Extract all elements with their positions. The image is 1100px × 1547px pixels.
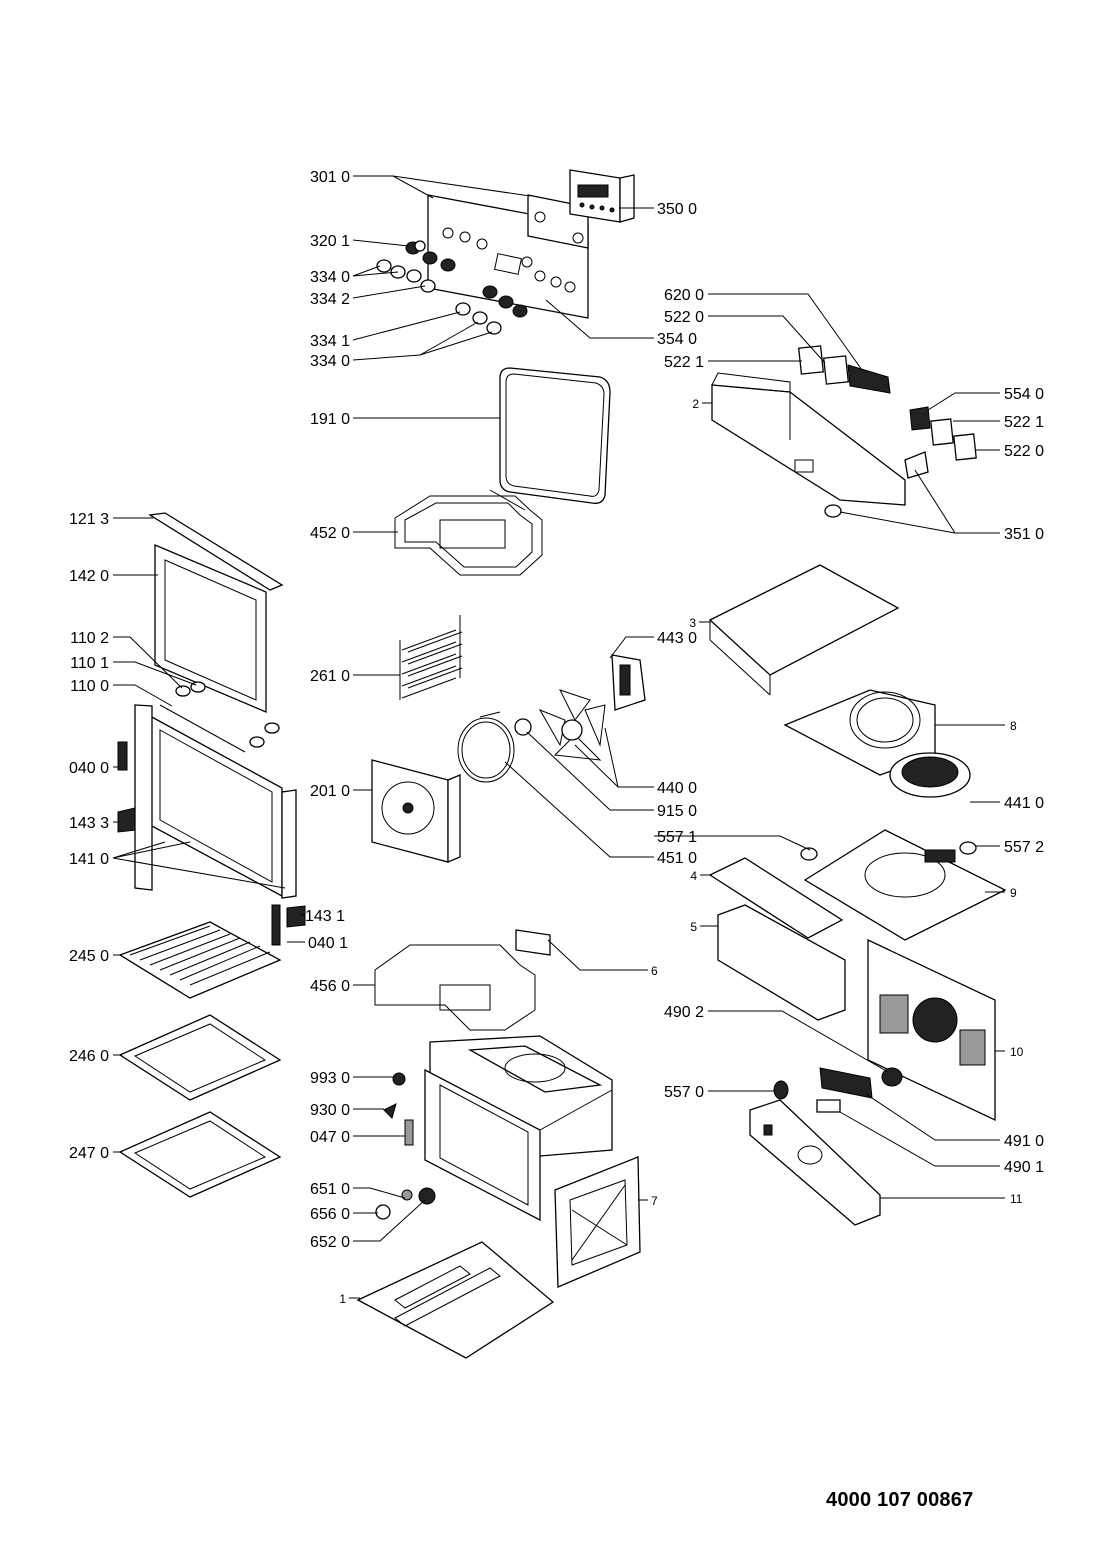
label-8: 8	[1010, 719, 1017, 733]
lower-grill-element	[374, 929, 551, 1031]
label-191-0: 191 0	[310, 411, 350, 428]
door-side-profile-right	[281, 789, 297, 899]
cooling-fan	[889, 752, 971, 798]
top-cover-3	[708, 564, 900, 696]
control-bracket	[711, 372, 906, 506]
label-451-0: 451 0	[657, 850, 697, 867]
wire-shelf	[118, 921, 282, 999]
door-group	[117, 512, 306, 946]
label-247-0: 247 0	[69, 1145, 109, 1162]
label-522-0-b: 522 0	[1004, 443, 1044, 460]
label-993-0: 993 0	[310, 1070, 350, 1087]
label-522-1-b: 522 1	[1004, 414, 1044, 431]
label-522-1-a: 522 1	[664, 354, 704, 371]
label-1: 1	[339, 1292, 346, 1306]
leader-lines	[112, 175, 1005, 1299]
fan-cover-plate	[371, 759, 461, 863]
bottom-plate	[356, 1241, 555, 1359]
label-491-0: 491 0	[1004, 1133, 1044, 1150]
label-040-0: 040 0	[69, 760, 109, 777]
control-knobs	[376, 240, 528, 335]
label-651-0: 651 0	[310, 1181, 350, 1198]
door-handle	[148, 512, 284, 591]
label-351-0: 351 0	[1004, 526, 1044, 543]
relay-modules	[797, 345, 977, 518]
label-522-0-a: 522 0	[664, 309, 704, 326]
label-143-1: 143 1	[305, 908, 345, 925]
label-320-1: 320 1	[310, 233, 350, 250]
shallow-tray	[118, 1111, 282, 1198]
label-040-1: 040 1	[308, 935, 348, 952]
label-2: 2	[692, 397, 699, 411]
label-11: 11	[1010, 1192, 1023, 1206]
grill-element	[394, 489, 543, 576]
document-number: 4000 107 00867	[826, 1489, 974, 1511]
label-9: 9	[1010, 886, 1017, 900]
bracket-5	[717, 904, 846, 1021]
thermostat-557-0	[773, 1080, 789, 1100]
label-554-0: 554 0	[1004, 386, 1044, 403]
outer-door-glass	[154, 544, 267, 713]
label-110-0: 110 0	[70, 678, 109, 695]
label-350-0: 350 0	[657, 201, 697, 218]
circular-heating-element	[457, 711, 515, 783]
label-443-0: 443 0	[657, 630, 697, 647]
label-334-0-b: 334 0	[310, 353, 350, 370]
terminal-block	[819, 1067, 873, 1099]
label-261-0: 261 0	[310, 668, 350, 685]
control-panel-group	[376, 169, 635, 335]
label-141-0: 141 0	[69, 851, 109, 868]
oven-cavity	[424, 1035, 613, 1222]
label-143-3: 143 3	[69, 815, 109, 832]
shelf-supports	[399, 615, 463, 700]
label-5: 5	[690, 920, 697, 934]
label-3: 3	[689, 616, 696, 630]
small-fittings	[375, 1072, 436, 1220]
label-441-0: 441 0	[1004, 795, 1044, 812]
label-620-0: 620 0	[664, 287, 704, 304]
control-board-11	[749, 1099, 881, 1226]
label-354-0: 354 0	[657, 331, 697, 348]
label-4: 4	[690, 869, 697, 883]
label-652-0: 652 0	[310, 1234, 350, 1251]
fan-housing-8	[783, 689, 936, 776]
label-7: 7	[651, 1194, 658, 1208]
door-gasket	[499, 367, 611, 504]
label-10: 10	[1010, 1045, 1024, 1059]
label-915-0: 915 0	[657, 803, 697, 820]
label-6: 6	[651, 964, 658, 978]
rear-wall-10	[867, 938, 996, 1122]
label-301-0: 301 0	[310, 169, 350, 186]
label-557-2: 557 2	[1004, 839, 1044, 856]
label-557-0: 557 0	[664, 1084, 704, 1101]
label-142-0: 142 0	[69, 568, 109, 585]
baking-tray	[118, 1014, 282, 1101]
label-490-2: 490 2	[664, 1004, 704, 1021]
label-452-0: 452 0	[310, 525, 350, 542]
part-labels: 301 0 350 0 320 1 334 0 334 2 334 1 334 …	[69, 169, 1044, 1306]
label-334-2: 334 2	[310, 291, 350, 308]
label-201-0: 201 0	[310, 783, 350, 800]
rear-panel	[554, 1156, 641, 1288]
label-246-0: 246 0	[69, 1048, 109, 1065]
label-245-0: 245 0	[69, 948, 109, 965]
fan-motor-assembly	[514, 654, 646, 761]
label-490-1: 490 1	[1004, 1159, 1044, 1176]
channel-4	[708, 857, 844, 939]
label-456-0: 456 0	[310, 978, 350, 995]
label-930-0: 930 0	[310, 1102, 350, 1119]
label-047-0: 047 0	[310, 1129, 350, 1146]
label-334-0-a: 334 0	[310, 269, 350, 286]
label-656-0: 656 0	[310, 1206, 350, 1223]
label-110-2: 110 2	[70, 630, 109, 647]
label-110-1: 110 1	[70, 655, 109, 672]
label-557-1: 557 1	[657, 829, 697, 846]
label-334-1: 334 1	[310, 333, 350, 350]
label-440-0: 440 0	[657, 780, 697, 797]
label-121-3: 121 3	[69, 511, 109, 528]
top-plate-9	[803, 829, 1007, 941]
